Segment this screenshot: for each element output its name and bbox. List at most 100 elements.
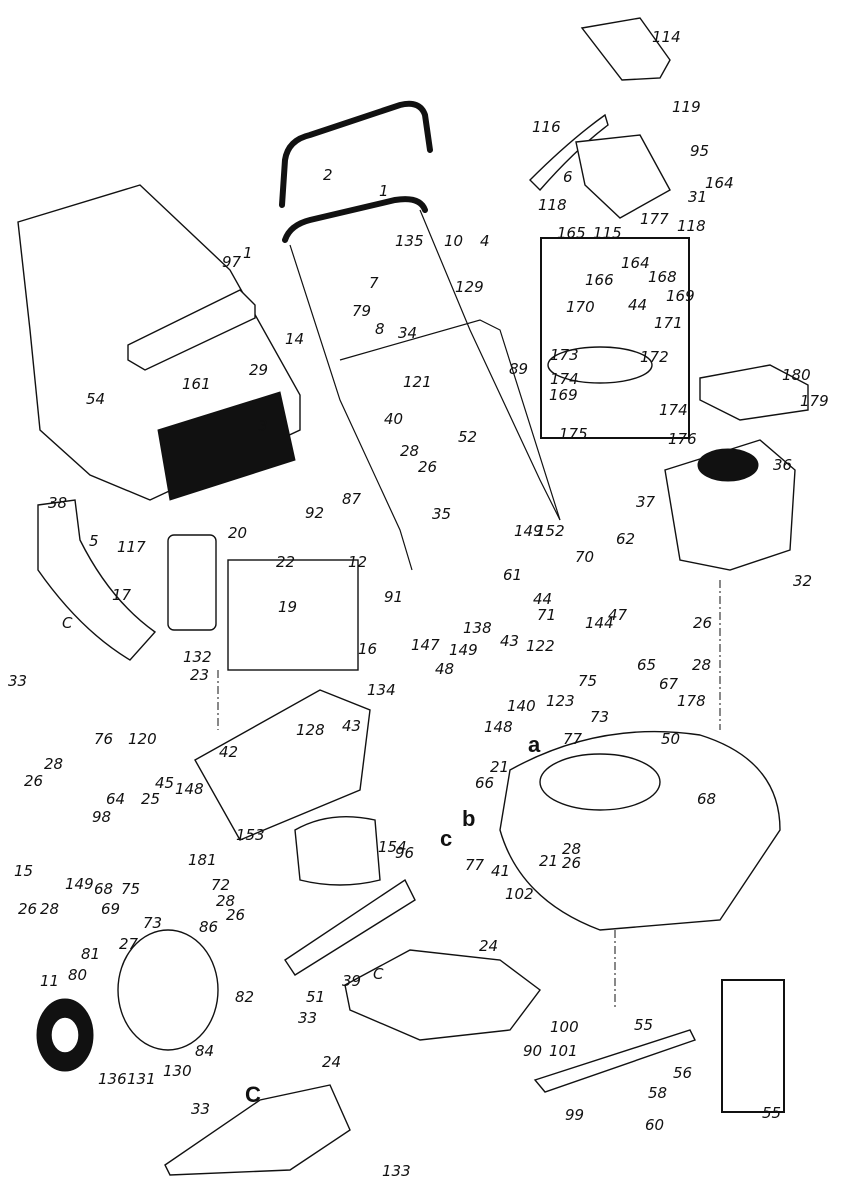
part-callout: 24	[479, 937, 498, 955]
part-callout: 34	[398, 324, 417, 342]
part-callout: 144	[585, 614, 614, 632]
part-callout: 77	[465, 856, 485, 874]
part-callout: 177	[640, 210, 669, 228]
blade	[533, 1029, 696, 1093]
part-callout: 68	[94, 880, 113, 898]
part-callout: C	[245, 1082, 261, 1107]
part-callout: 89	[509, 360, 528, 378]
part-callout: 33	[191, 1100, 210, 1118]
handle-left-tube	[289, 244, 413, 571]
part-callout: 100	[550, 1018, 579, 1036]
part-callout: 26	[418, 458, 437, 476]
part-callout: 92	[305, 504, 324, 522]
part-callout: 6	[563, 168, 573, 186]
part-callout: 71	[537, 606, 556, 624]
part-callout: 87	[342, 490, 362, 508]
part-callout: 54	[86, 390, 105, 408]
part-callout: 15	[14, 862, 33, 880]
rear-guard	[284, 878, 416, 976]
part-callout: 79	[352, 302, 371, 320]
part-callout: 174	[550, 370, 579, 388]
part-callout: 21	[539, 852, 558, 870]
part-callout: 28	[40, 900, 59, 918]
part-callout: b	[462, 806, 475, 831]
part-callout: 138	[463, 619, 492, 637]
part-callout: 149	[65, 875, 94, 893]
part-callout: 1	[379, 182, 389, 200]
part-callout: 136	[98, 1070, 127, 1088]
part-callout: 28	[44, 755, 63, 773]
part-callout: 68	[697, 790, 716, 808]
grass-bag-handle	[127, 289, 256, 371]
part-callout: 40	[384, 410, 403, 428]
part-callout: 73	[143, 914, 162, 932]
handle-right-tube	[419, 209, 561, 521]
part-callout: 154	[378, 838, 407, 856]
part-callout: 115	[593, 224, 622, 242]
part-callout: 102	[505, 885, 534, 903]
upper-handle	[279, 100, 433, 208]
part-callout: 61	[503, 566, 522, 584]
part-callout: 36	[773, 456, 792, 474]
part-callout: 174	[659, 401, 688, 419]
part-callout: 77	[563, 730, 583, 748]
mulch-plug	[344, 949, 541, 1041]
part-callout: 16	[358, 640, 377, 658]
part-callout: 7	[369, 274, 379, 292]
part-callout: 28	[400, 442, 419, 460]
chute-cover	[580, 17, 671, 81]
part-callout: 166	[585, 271, 614, 289]
inset-box-mulch-kit	[540, 237, 690, 439]
part-callout: 60	[645, 1116, 664, 1134]
part-callout: 32	[793, 572, 812, 590]
part-callout: 95	[690, 142, 709, 160]
part-callout: 56	[673, 1064, 692, 1082]
part-callout: 48	[435, 660, 454, 678]
part-callout: 118	[677, 217, 706, 235]
pulley	[294, 816, 381, 886]
part-callout: 120	[128, 730, 157, 748]
part-callout: 29	[249, 361, 268, 379]
part-callout: 90	[523, 1042, 542, 1060]
part-callout: 114	[652, 28, 681, 46]
part-callout: 55	[762, 1104, 781, 1122]
part-callout: 10	[444, 232, 463, 250]
part-callout: 43	[500, 632, 519, 650]
part-callout: 116	[532, 118, 561, 136]
part-callout: 52	[458, 428, 477, 446]
engine-recoil	[697, 448, 759, 482]
part-callout: 134	[367, 681, 396, 699]
part-callout: 39	[342, 972, 361, 990]
part-callout: 23	[190, 666, 209, 684]
part-callout: 101	[549, 1042, 578, 1060]
part-callout: 31	[688, 188, 707, 206]
part-callout: 132	[183, 648, 212, 666]
mid-handle	[282, 196, 428, 243]
part-callout: 175	[559, 425, 588, 443]
part-callout: 55	[634, 1016, 653, 1034]
part-callout: 21	[490, 758, 509, 776]
part-callout: 98	[92, 808, 111, 826]
inset-box-blade-adapter	[721, 979, 785, 1113]
part-callout: C	[62, 614, 73, 632]
part-callout: 118	[538, 196, 567, 214]
part-callout: 11	[40, 972, 59, 990]
chute-body	[575, 134, 671, 219]
height-adjust-plate	[227, 559, 359, 671]
part-callout: 153	[236, 826, 265, 844]
part-callout: 80	[68, 966, 87, 984]
part-callout: 26	[226, 906, 245, 924]
part-callout: 26	[18, 900, 37, 918]
part-callout: 149	[514, 522, 543, 540]
mulch-ring	[547, 346, 653, 384]
part-callout: 123	[546, 692, 575, 710]
part-callout: 4	[480, 232, 490, 250]
deck-opening	[539, 753, 661, 811]
part-callout: 133	[382, 1162, 411, 1180]
part-callout: 130	[163, 1062, 192, 1080]
part-callout: 172	[640, 348, 669, 366]
part-callout: 26	[24, 772, 43, 790]
part-callout: 75	[121, 880, 140, 898]
